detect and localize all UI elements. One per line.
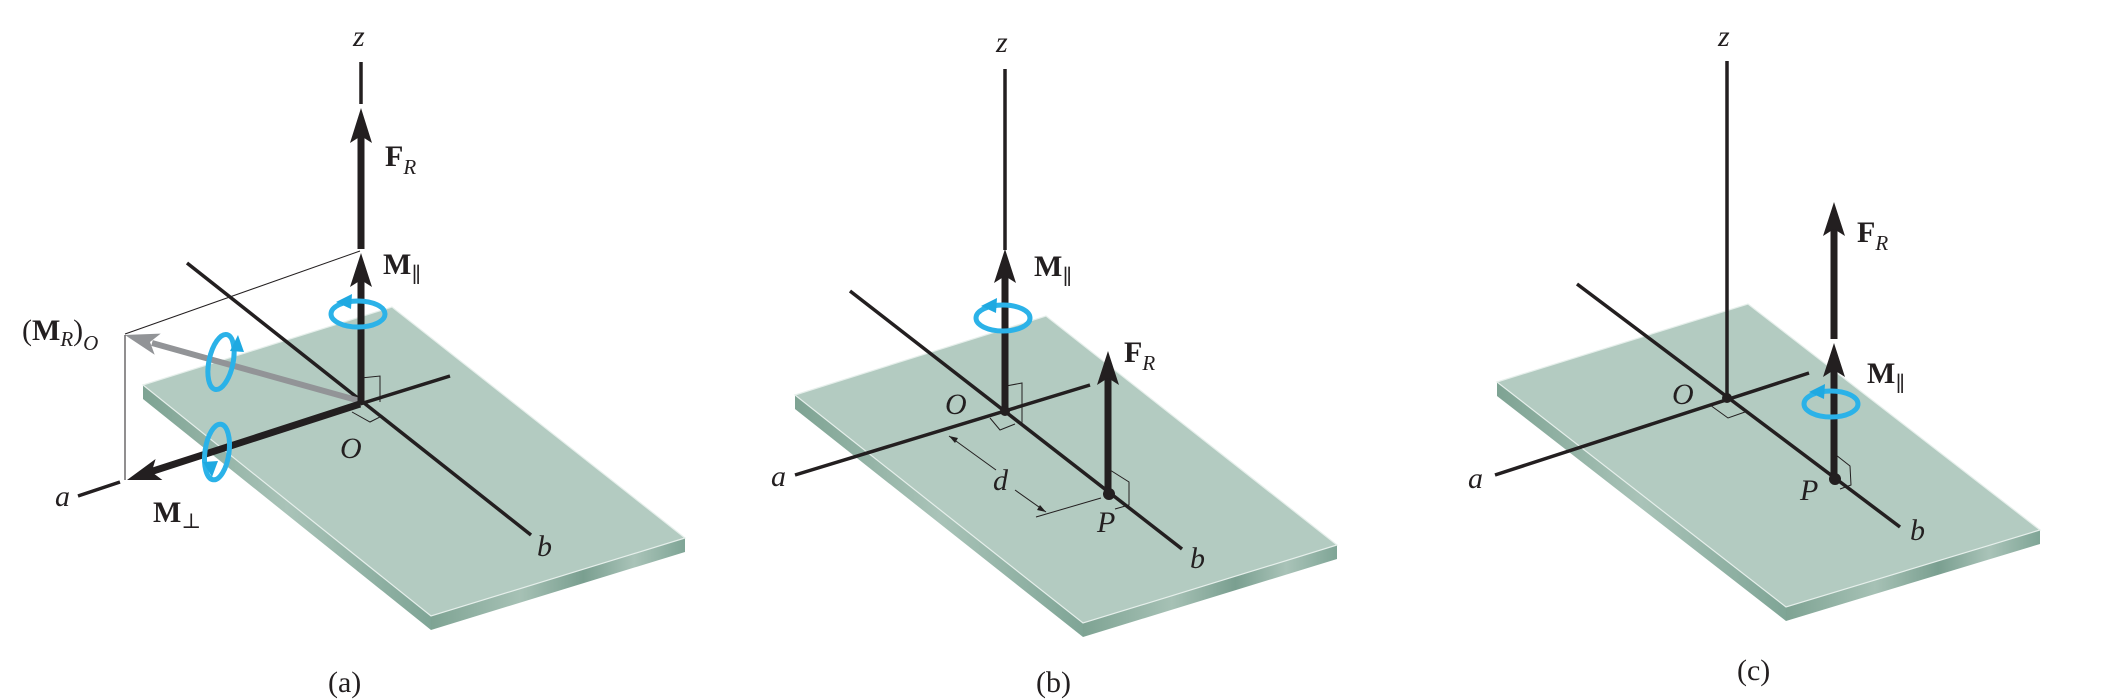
label-main: M [153,496,181,529]
label-subscript: O [83,331,98,355]
moment-parallel-label: M∥ [383,248,421,287]
moment-parallel-vector [994,249,1016,411]
moment-perpendicular-label: M⊥ [153,496,201,533]
resultant-force-vector [1097,351,1119,494]
right-angle-marks [351,375,383,423]
label-subscript: ∥ [411,263,421,287]
projection-line [124,250,361,335]
rotation-arrow-icon [1801,384,1861,420]
label-main: F [1857,216,1875,249]
point-p [1829,473,1841,485]
z-axis-label: z [1717,20,1730,53]
plate [1495,303,2042,621]
z-axis-label: z [352,20,365,53]
label-main: M [383,248,411,281]
label-main: M [32,314,60,347]
moment-parallel-label: M∥ [1034,250,1072,289]
origin-label: O [945,388,967,421]
label-subscript: ⊥ [181,509,201,533]
label-subscript: R [1141,351,1155,375]
rotation-arrow-icon [201,421,233,483]
point-p-label: P [1096,506,1115,539]
z-axis-label: z [995,26,1008,59]
label-main: M [1034,250,1062,283]
label-main: M [1867,357,1895,390]
label-subscript: R [1874,231,1888,255]
label-subscript: ∥ [1062,265,1072,289]
resultant-force-label: FR [1857,216,1888,255]
b-axis-label: b [1190,542,1205,575]
resultant-force-vector [350,108,372,249]
caption-a: (a) [328,666,361,699]
resultant-force-vector [1823,202,1845,339]
panel-c: z FR M∥ O P a b (c) [1468,20,2042,687]
origin-point [1000,406,1010,416]
resultant-moment-vector [125,333,361,404]
right-angle-marks [1709,404,1852,490]
label-paren: ) [73,314,83,347]
distance-dimension [948,435,1102,518]
distance-label: d [993,464,1009,497]
a-axis [1494,371,1810,477]
label-subscript: ∥ [1895,372,1905,396]
a-axis-label: a [771,460,786,493]
moment-perpendicular-vector [127,400,362,480]
label-subscript: R [59,327,73,351]
moment-parallel-label: M∥ [1867,357,1905,396]
panel-b: z M∥ FR O d P a b (b) [771,26,1339,699]
label-subscript: R [402,155,416,179]
b-axis-label: b [537,530,552,563]
resultant-moment-label: (MR)O [22,314,98,355]
a-axis-label: a [1468,462,1483,495]
caption-c: (c) [1737,654,1770,687]
origin-label: O [340,432,362,465]
moment-parallel-vector [1823,343,1845,480]
point-p-label: P [1799,474,1818,507]
plate [793,315,1339,637]
panel-a: z FR M∥ (MR)O M⊥ a b O (a) [22,20,687,699]
origin-point [1722,393,1732,403]
point-p [1103,488,1115,500]
b-axis-label: b [1910,514,1925,547]
caption-b: (b) [1036,666,1071,699]
label-paren: ( [22,314,32,347]
rotation-arrow-icon [205,331,244,393]
label-main: F [1124,336,1142,369]
resultant-force-label: FR [385,140,416,179]
a-axis-label: a [55,480,70,513]
label-main: F [385,140,403,173]
resultant-force-label: FR [1124,336,1155,375]
plate [141,306,687,630]
a-axis [359,374,451,406]
rotation-arrow-icon [973,298,1033,334]
a-axis [77,480,121,498]
right-angle-marks [989,382,1130,510]
rotation-arrow-icon [328,294,388,330]
a-axis [794,383,1091,477]
origin-label: O [1672,378,1694,411]
